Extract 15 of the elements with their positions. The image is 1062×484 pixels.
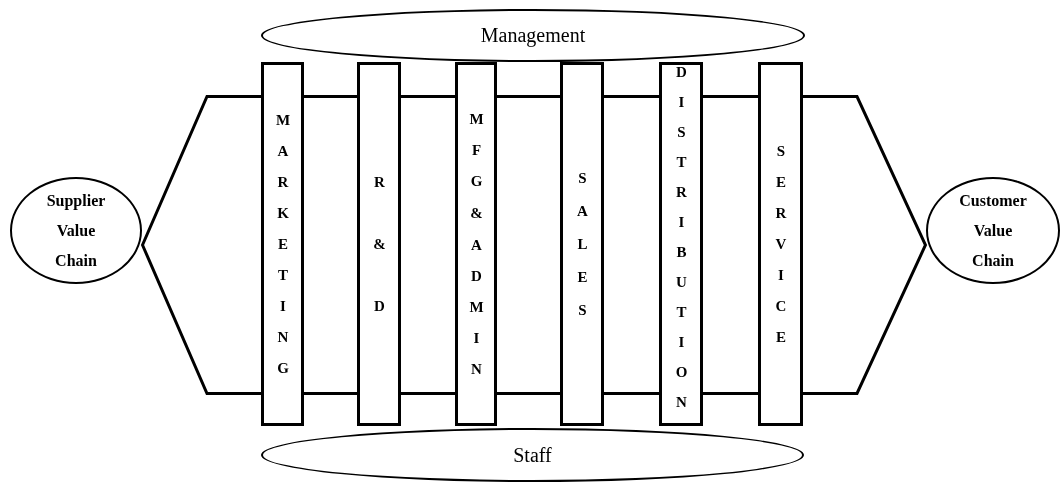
vertical-label: MARKETING [275,112,290,391]
function-bar [261,62,304,426]
function-bar [357,62,401,426]
function-bar [659,62,703,426]
node-label: Supplier Value Chain [45,190,107,271]
vertical-label: DISTRIBUTION [673,64,689,424]
node-label: Staff [513,443,552,467]
function-bar [560,62,604,426]
vertical-label: MFG & ADMIN [468,111,484,392]
vertical-label: SALES [574,170,590,335]
node-label: Management [480,24,586,47]
vertical-label: R & D [371,174,387,329]
function-bar [758,62,803,426]
vertical-label: SERVICE [773,143,788,360]
node-label: Customer Value Chain [958,190,1028,271]
